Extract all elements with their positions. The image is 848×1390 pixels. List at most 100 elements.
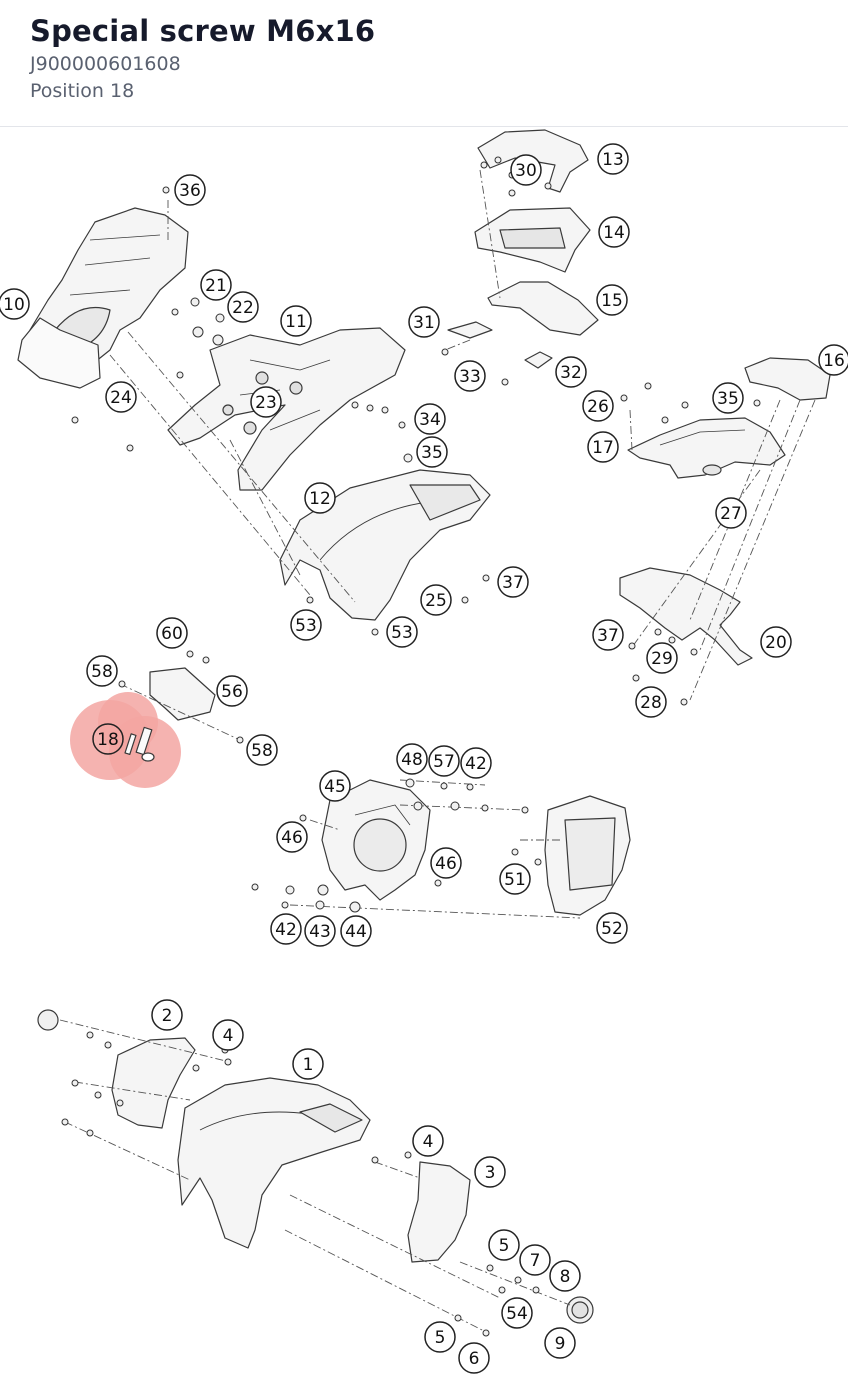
callout-label: 45: [324, 777, 346, 797]
callout-label: 58: [251, 741, 273, 761]
callout-label: 53: [295, 616, 317, 636]
callout-27[interactable]: 27: [715, 497, 747, 529]
callout-label: 6: [469, 1349, 480, 1369]
callout-53[interactable]: 53: [386, 616, 418, 648]
callout-32[interactable]: 32: [555, 356, 587, 388]
callout-33[interactable]: 33: [454, 360, 486, 392]
callout-46[interactable]: 46: [430, 847, 462, 879]
callout-29[interactable]: 29: [646, 642, 678, 674]
callout-45[interactable]: 45: [319, 770, 351, 802]
callout-44[interactable]: 44: [340, 915, 372, 947]
callout-16[interactable]: 16: [818, 344, 848, 376]
callout-label: 46: [435, 854, 457, 874]
callout-43[interactable]: 43: [304, 915, 336, 947]
callout-48[interactable]: 48: [396, 743, 428, 775]
callout-18-highlighted[interactable]: 18: [92, 723, 124, 755]
callout-11[interactable]: 11: [280, 305, 312, 337]
callout-14[interactable]: 14: [598, 216, 630, 248]
callout-56[interactable]: 56: [216, 675, 248, 707]
callout-15[interactable]: 15: [596, 284, 628, 316]
callout-42[interactable]: 42: [460, 747, 492, 779]
callout-20[interactable]: 20: [760, 626, 792, 658]
callout-label: 10: [3, 295, 25, 315]
callout-label: 34: [419, 410, 441, 430]
callout-13[interactable]: 13: [597, 143, 629, 175]
part-title: Special screw M6x16: [30, 14, 376, 48]
callout-25[interactable]: 25: [420, 584, 452, 616]
callout-26[interactable]: 26: [582, 390, 614, 422]
callout-label: 26: [587, 397, 609, 417]
callout-4[interactable]: 4: [412, 1125, 444, 1157]
callout-30[interactable]: 30: [510, 154, 542, 186]
callout-37[interactable]: 37: [592, 619, 624, 651]
callout-21[interactable]: 21: [200, 269, 232, 301]
callout-58[interactable]: 58: [86, 655, 118, 687]
callout-5[interactable]: 5: [424, 1321, 456, 1353]
callout-label: 23: [255, 393, 277, 413]
callout-label: 58: [91, 662, 113, 682]
callout-label: 29: [651, 649, 673, 669]
special-screw-18: [124, 726, 155, 762]
callout-label: 42: [465, 754, 487, 774]
callout-label: 5: [435, 1328, 446, 1348]
callout-label: 51: [504, 870, 526, 890]
callout-8[interactable]: 8: [549, 1260, 581, 1292]
callout-label: 28: [640, 693, 662, 713]
callout-1[interactable]: 1: [292, 1048, 324, 1080]
callout-label: 5: [499, 1236, 510, 1256]
callout-label: 57: [433, 752, 455, 772]
callout-46[interactable]: 46: [276, 821, 308, 853]
callout-58[interactable]: 58: [246, 734, 278, 766]
callout-label: 43: [309, 922, 331, 942]
callout-5[interactable]: 5: [488, 1229, 520, 1261]
callout-53[interactable]: 53: [290, 609, 322, 641]
callout-label: 32: [560, 363, 582, 383]
callout-34[interactable]: 34: [414, 403, 446, 435]
callout-label: 44: [345, 922, 367, 942]
callout-label: 52: [601, 919, 623, 939]
callout-52[interactable]: 52: [596, 912, 628, 944]
callout-label: 7: [530, 1251, 541, 1271]
callout-label: 56: [221, 682, 243, 702]
callout-54[interactable]: 54: [501, 1297, 533, 1329]
callout-label: 1: [303, 1055, 314, 1075]
callout-22[interactable]: 22: [227, 291, 259, 323]
callout-label: 17: [592, 438, 614, 458]
callout-57[interactable]: 57: [428, 745, 460, 777]
callout-35[interactable]: 35: [416, 436, 448, 468]
callout-label: 54: [506, 1304, 528, 1324]
callout-12[interactable]: 12: [304, 482, 336, 514]
callout-60[interactable]: 60: [156, 617, 188, 649]
callout-9[interactable]: 9: [544, 1327, 576, 1359]
callout-label: 11: [285, 312, 307, 332]
callout-3[interactable]: 3: [474, 1156, 506, 1188]
callout-31[interactable]: 31: [408, 306, 440, 338]
callout-17[interactable]: 17: [587, 431, 619, 463]
callout-42[interactable]: 42: [270, 913, 302, 945]
callout-label: 4: [223, 1026, 234, 1046]
callout-7[interactable]: 7: [519, 1244, 551, 1276]
callout-6[interactable]: 6: [458, 1342, 490, 1374]
callout-10[interactable]: 10: [0, 288, 30, 320]
callout-label: 8: [560, 1267, 571, 1287]
callout-label: 27: [720, 504, 742, 524]
callout-28[interactable]: 28: [635, 686, 667, 718]
callout-51[interactable]: 51: [499, 863, 531, 895]
callout-label: 22: [232, 298, 254, 318]
callout-36[interactable]: 36: [174, 174, 206, 206]
callout-label: 35: [421, 443, 443, 463]
callout-24[interactable]: 24: [105, 381, 137, 413]
callout-35[interactable]: 35: [712, 382, 744, 414]
callout-label: 18: [97, 730, 119, 750]
callout-label: 12: [309, 489, 331, 509]
part-header: Special screw M6x16 J900000601608 Positi…: [0, 0, 848, 126]
callout-label: 2: [162, 1006, 173, 1026]
callout-2[interactable]: 2: [151, 999, 183, 1031]
callout-label: 37: [502, 573, 524, 593]
callout-37[interactable]: 37: [497, 566, 529, 598]
callout-4[interactable]: 4: [212, 1019, 244, 1051]
callout-label: 3: [485, 1163, 496, 1183]
callout-23[interactable]: 23: [250, 386, 282, 418]
callout-label: 20: [765, 633, 787, 653]
